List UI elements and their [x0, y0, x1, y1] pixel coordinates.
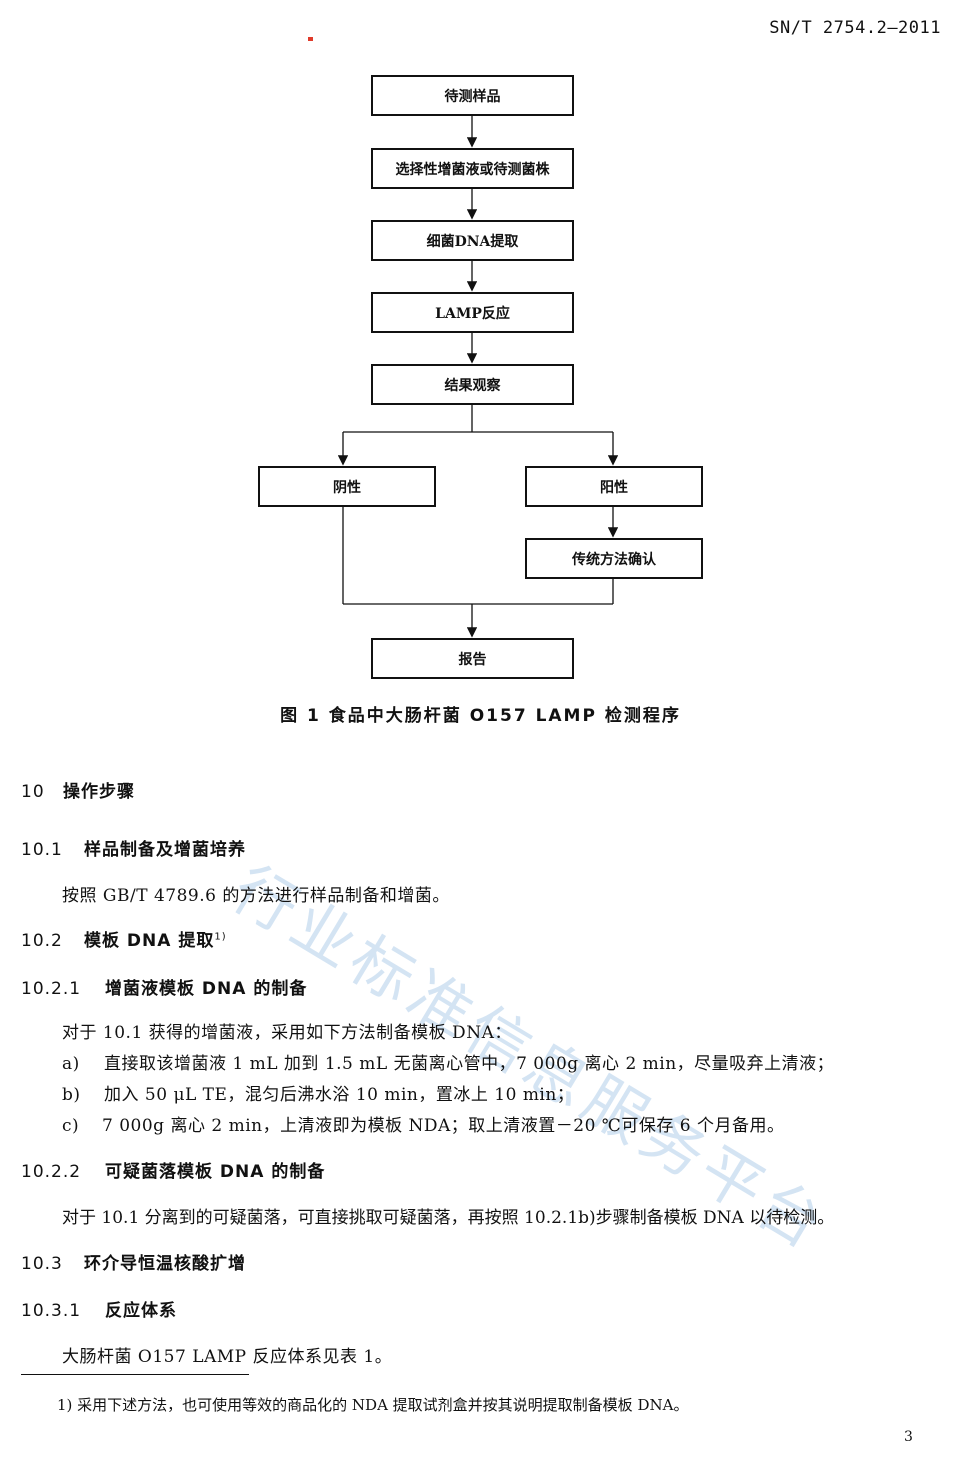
flow-box-lamp-reaction: LAMP反应 [371, 292, 574, 333]
figure-caption: 图 1 食品中大肠杆菌 O157 LAMP 检测程序 [280, 706, 681, 726]
heading-10-2-2: 10.2.2 可疑菌落模板 DNA 的制备 [21, 1157, 325, 1182]
flow-box-sample: 待测样品 [371, 75, 574, 116]
paragraph-10-2-2: 对于 10.1 分离到的可疑菌落，可直接挑取可疑菌落，再按照 10.2.1b)步… [62, 1208, 835, 1228]
paragraph-10-1: 按照 GB/T 4789.6 的方法进行样品制备和增菌。 [62, 886, 450, 906]
page-number: 3 [904, 1429, 913, 1445]
list-item-b: b) 加入 50 μL TE，混匀后沸水浴 10 min，置冰上 10 min； [62, 1080, 574, 1105]
heading-number: 10 [21, 782, 45, 802]
flow-box-positive: 阳性 [525, 466, 703, 507]
heading-number: 10.2.2 [21, 1162, 82, 1182]
list-text: 直接取该增菌液 1 mL 加到 1.5 mL 无菌离心管中，7 000g 离心 … [104, 1054, 835, 1074]
heading-title: 增菌液模板 DNA 的制备 [105, 979, 308, 999]
heading-title: 环介导恒温核酸扩增 [84, 1254, 246, 1274]
document-code: SN/T 2754.2—2011 [769, 18, 941, 38]
heading-title: 反应体系 [105, 1301, 177, 1321]
heading-title: 可疑菌落模板 DNA 的制备 [105, 1162, 326, 1182]
flow-box-report: 报告 [371, 638, 574, 679]
flow-box-confirmation: 传统方法确认 [525, 538, 703, 579]
flow-box-dna-extraction: 细菌DNA提取 [371, 220, 574, 261]
list-label: c) [62, 1116, 80, 1136]
heading-title: 样品制备及增菌培养 [84, 840, 246, 860]
heading-10: 10 操作步骤 [21, 777, 135, 802]
heading-title: 模板 DNA 提取 [84, 931, 215, 951]
heading-number: 10.2.1 [21, 979, 82, 999]
heading-10-3: 10.3 环介导恒温核酸扩增 [21, 1249, 246, 1274]
list-item-a: a) 直接取该增菌液 1 mL 加到 1.5 mL 无菌离心管中，7 000g 离… [62, 1049, 834, 1074]
paragraph-10-3-1: 大肠杆菌 O157 LAMP 反应体系见表 1。 [62, 1347, 393, 1367]
footnote: 1) 采用下述方法，也可使用等效的商品化的 NDA 提取试剂盒并按其说明提取制备… [57, 1396, 689, 1414]
heading-number: 10.3.1 [21, 1301, 82, 1321]
red-mark [308, 37, 313, 41]
footnote-divider [21, 1374, 249, 1375]
heading-number: 10.2 [21, 931, 63, 951]
heading-number: 10.1 [21, 840, 63, 860]
heading-number: 10.3 [21, 1254, 63, 1274]
list-text: 加入 50 μL TE，混匀后沸水浴 10 min，置冰上 10 min； [104, 1085, 575, 1105]
heading-10-3-1: 10.3.1 反应体系 [21, 1296, 177, 1321]
heading-10-1: 10.1 样品制备及增菌培养 [21, 835, 246, 860]
heading-title: 操作步骤 [63, 782, 135, 802]
footnote-ref: 1) [214, 931, 227, 943]
list-item-c: c) 7 000g 离心 2 min，上清液即为模板 NDA；取上清液置－20 ℃… [62, 1111, 784, 1136]
list-text: 7 000g 离心 2 min，上清液即为模板 NDA；取上清液置－20 ℃可保… [102, 1116, 785, 1136]
list-label: a) [62, 1054, 80, 1074]
flow-box-enrichment: 选择性增菌液或待测菌株 [371, 148, 574, 189]
paragraph-10-2-1-intro: 对于 10.1 获得的增菌液，采用如下方法制备模板 DNA： [62, 1023, 512, 1043]
heading-10-2-1: 10.2.1 增菌液模板 DNA 的制备 [21, 974, 307, 999]
flow-box-observation: 结果观察 [371, 364, 574, 405]
list-label: b) [62, 1085, 81, 1105]
flowchart-connectors [337, 116, 619, 638]
flow-box-negative: 阴性 [258, 466, 436, 507]
heading-10-2: 10.2 模板 DNA 提取1) [21, 926, 227, 951]
